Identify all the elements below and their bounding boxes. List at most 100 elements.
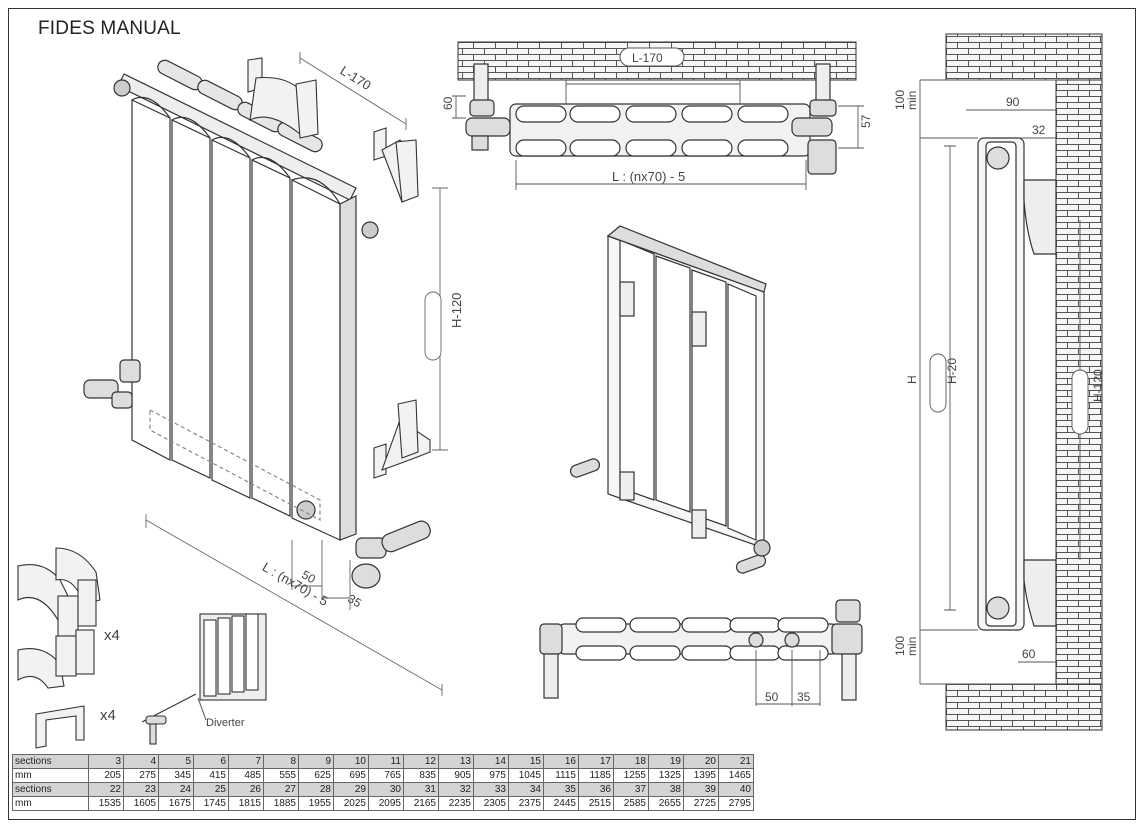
table-cell: 1395 <box>683 768 719 783</box>
table-cell: 2095 <box>368 796 404 811</box>
diverter-icon <box>141 693 207 745</box>
bottom-port-right-icon <box>784 632 800 648</box>
dim-35-iso: 35 <box>345 591 364 610</box>
table-cell: 38 <box>648 782 684 797</box>
table-cell: 2165 <box>403 796 439 811</box>
dim-100-min-bottom: 100 <box>893 636 907 656</box>
bottom-left-valve-icon <box>539 623 563 655</box>
table-cell: 275 <box>123 768 159 783</box>
table-cell: 3 <box>88 754 124 769</box>
table-cell: 10 <box>333 754 369 769</box>
table-cell: 36 <box>578 782 614 797</box>
side-top-pipe-icon <box>986 146 1010 170</box>
dim-l-minus-170-iso: L-170 <box>338 63 374 93</box>
table-cell: 8 <box>263 754 299 769</box>
table-cell: 2235 <box>438 796 474 811</box>
top-left-plug-icon <box>113 79 131 97</box>
table-cell: 15 <box>508 754 544 769</box>
table-cell: 6 <box>193 754 229 769</box>
table-row-label: mm <box>12 796 89 811</box>
table-cell: 1605 <box>123 796 159 811</box>
table-cell: 4 <box>123 754 159 769</box>
table-cell: 18 <box>613 754 649 769</box>
dim-h-minus-120-side: H-120 <box>1091 369 1105 402</box>
bottom-view-dimensions <box>755 650 821 706</box>
table-cell: 2025 <box>333 796 369 811</box>
diverter-label: Diverter <box>206 717 245 729</box>
table-row-label: sections <box>12 754 89 769</box>
dim-50-bottom: 50 <box>765 690 779 704</box>
dim-60-top: 60 <box>441 96 455 110</box>
page-title: FIDES MANUAL <box>38 18 181 39</box>
table-cell: 1535 <box>88 796 124 811</box>
top-view-section <box>452 41 864 190</box>
table-cell: 2305 <box>473 796 509 811</box>
table-cell: 7 <box>228 754 264 769</box>
dim-60-side: 60 <box>1022 647 1036 661</box>
rear-bracket-bottom-right <box>691 509 707 539</box>
mini-radiator-icon <box>199 613 267 701</box>
dim-32: 32 <box>1032 123 1046 137</box>
table-cell: 1115 <box>543 768 579 783</box>
table-cell: 2445 <box>543 796 579 811</box>
table-cell: 30 <box>368 782 404 797</box>
table-cell: 11 <box>368 754 404 769</box>
table-cell: 625 <box>298 768 334 783</box>
bottom-view-section <box>539 599 863 701</box>
table-cell: 1745 <box>193 796 229 811</box>
table-cell: 2515 <box>578 796 614 811</box>
qty-clips-label: x4 <box>100 707 116 724</box>
table-cell: 29 <box>333 782 369 797</box>
table-cell: 19 <box>648 754 684 769</box>
table-cell: 32 <box>438 782 474 797</box>
table-row-label: mm <box>12 768 89 783</box>
dim-h-minus-120-iso: H-120 <box>449 293 464 328</box>
table-cell: 33 <box>473 782 509 797</box>
drawing-frame <box>8 8 1136 820</box>
bottom-valve-icon <box>351 520 431 589</box>
top-right-plug-icon <box>361 221 379 239</box>
wall-side-bottom-brick <box>945 683 1103 731</box>
table-cell: 2585 <box>613 796 649 811</box>
table-cell: 1045 <box>508 768 544 783</box>
side-bottom-pipe-icon <box>986 596 1010 620</box>
dim-h: H <box>905 375 919 384</box>
table-cell: 1815 <box>228 796 264 811</box>
table-cell: 14 <box>473 754 509 769</box>
wall-brackets <box>247 57 431 479</box>
table-cell: 555 <box>263 768 299 783</box>
table-cell: 25 <box>193 782 229 797</box>
table-cell: 1675 <box>158 796 194 811</box>
dim-35-bottom: 35 <box>797 690 811 704</box>
rear-left-valve-icon <box>569 458 601 478</box>
table-cell: 12 <box>403 754 439 769</box>
table-cell: 1885 <box>263 796 299 811</box>
bottom-right-valve-icon <box>835 599 861 623</box>
table-cell: 2655 <box>648 796 684 811</box>
table-cell: 485 <box>228 768 264 783</box>
table-cell: 345 <box>158 768 194 783</box>
table-cell: 1465 <box>718 768 754 783</box>
table-cell: 1185 <box>578 768 614 783</box>
table-cell: 22 <box>88 782 124 797</box>
clip-icon <box>35 705 85 749</box>
table-cell: 2795 <box>718 796 754 811</box>
bracket-kit-icon <box>17 547 101 689</box>
accessories <box>17 547 267 749</box>
table-cell: 16 <box>543 754 579 769</box>
qty-brackets-label: x4 <box>104 627 120 644</box>
bottom-port-left-icon <box>748 632 764 648</box>
wall-side-top-brick <box>945 33 1103 81</box>
left-valve-icon <box>83 359 141 409</box>
table-cell: 39 <box>683 782 719 797</box>
table-cell: 2375 <box>508 796 544 811</box>
dim-length-formula-iso: L : (nx70) - 5 <box>260 559 331 609</box>
rear-bracket-top-left <box>619 281 635 317</box>
dim-length-formula-top: L : (nx70) - 5 <box>612 169 685 184</box>
table-cell: 1955 <box>298 796 334 811</box>
